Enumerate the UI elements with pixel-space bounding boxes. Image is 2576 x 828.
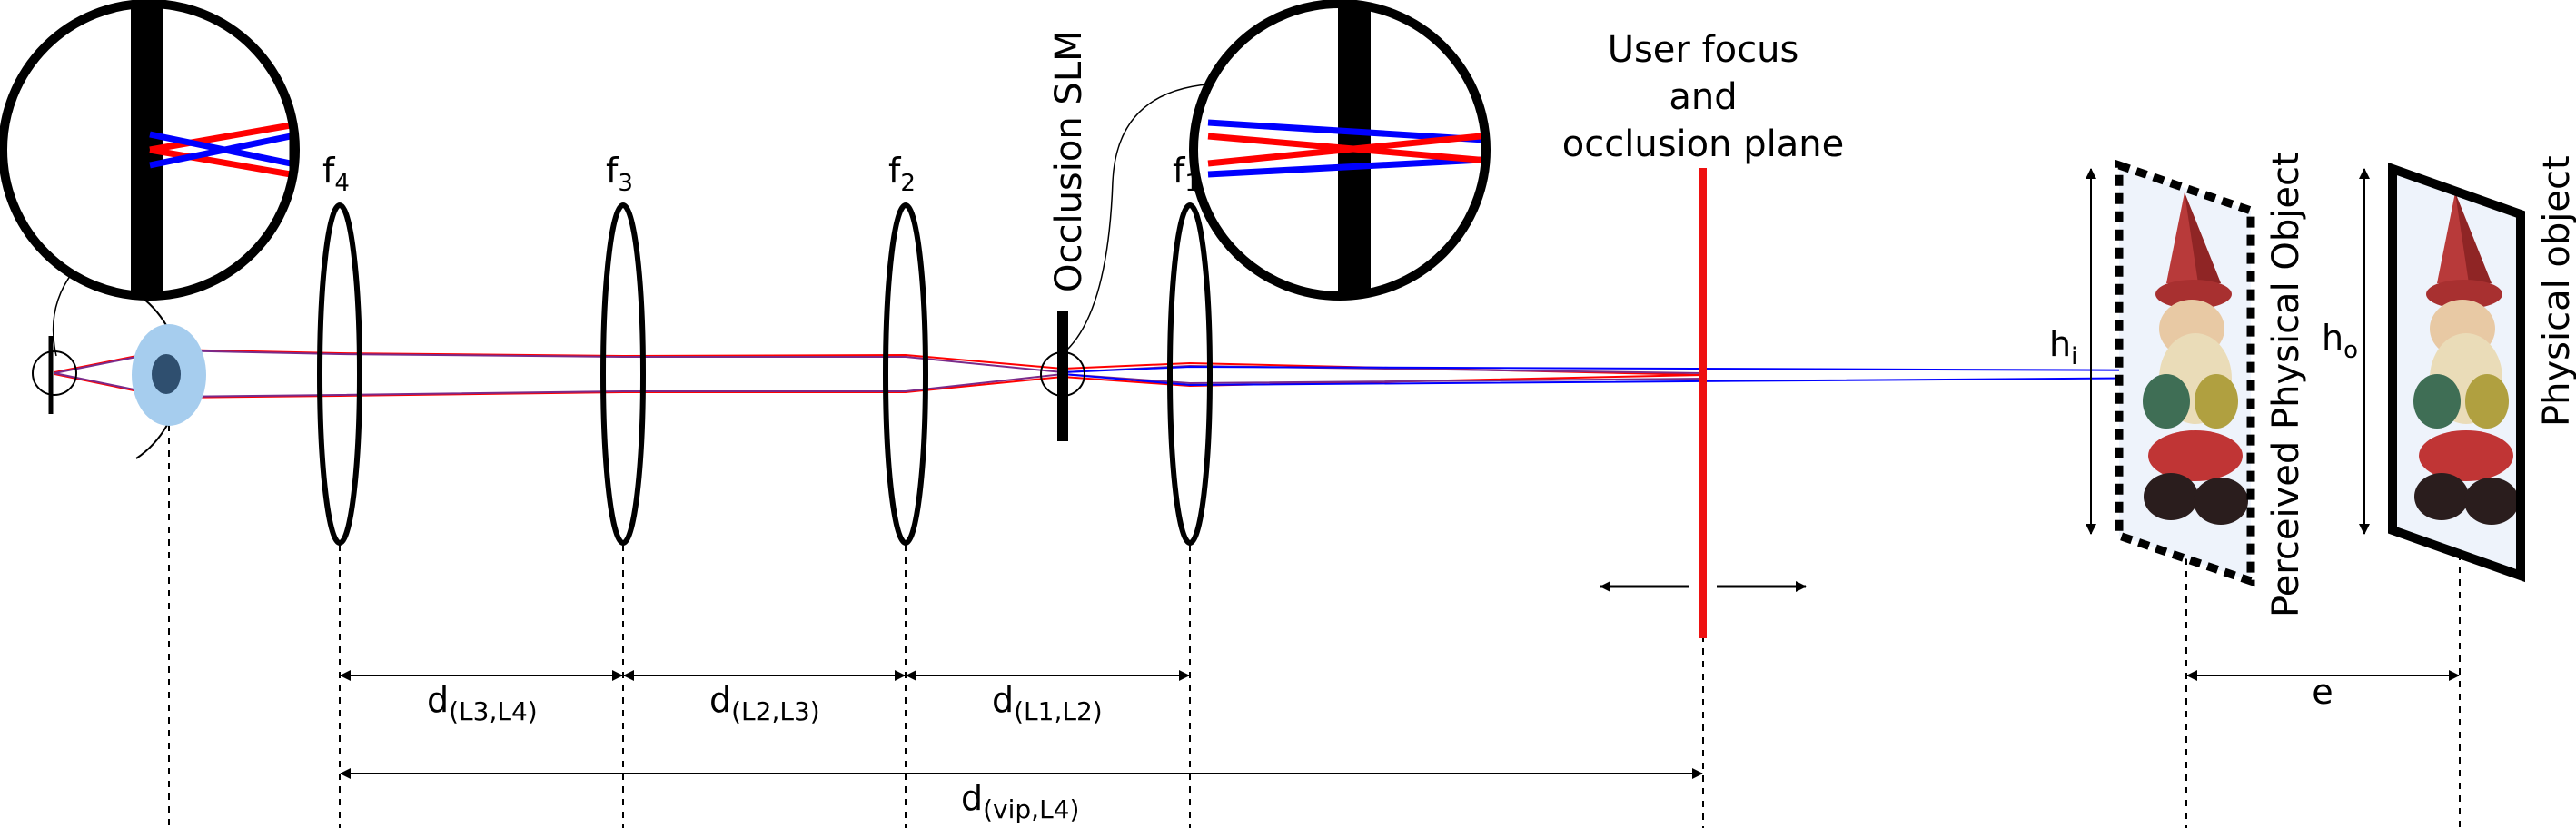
lens-l3: [600, 202, 646, 546]
gnome-image: [2143, 192, 2248, 525]
user-focus-label-line3: occlusion plane: [1562, 123, 1844, 165]
gnome-image-physical: [2413, 192, 2519, 525]
user-focus-label-line1: User focus: [1608, 29, 1799, 71]
occlusion-slm: [1040, 310, 1085, 441]
label-d-l3-l4: d(L3,L4): [427, 680, 538, 726]
label-e: e: [2312, 672, 2333, 712]
physical-object-label: Physical object: [2536, 155, 2576, 427]
perceived-object-label: Perceived Physical Object: [2265, 152, 2307, 617]
purple-ray-upper: [54, 349, 1704, 374]
label-f1: f1: [1173, 151, 1200, 197]
label-hi: hi: [2049, 324, 2077, 370]
label-ho: ho: [2322, 318, 2358, 364]
label-d-l2-l3: d(L2,L3): [709, 680, 820, 726]
label-f4: f4: [322, 151, 350, 197]
perceived-object: [2115, 159, 2255, 587]
guide-lines: [168, 399, 2461, 828]
purple-ray-lower: [54, 372, 1704, 399]
right-zoom-callout: [1189, 0, 1491, 301]
label-d-l1-l2: d(L1,L2): [992, 680, 1103, 726]
lens-l2: [883, 202, 928, 546]
occlusion-slm-label: Occlusion SLM: [1048, 30, 1090, 292]
callout-connectors: [52, 83, 1223, 357]
lens-l1: [1167, 202, 1213, 546]
blue-ray-lower: [1062, 373, 2190, 387]
user-focus-label-line2: and: [1669, 76, 1737, 118]
label-d-vip-l4: d(vip,L4): [961, 778, 1079, 824]
distance-dimensions: [340, 670, 2460, 779]
label-f3: f3: [606, 151, 633, 197]
eye-icon: [32, 292, 206, 459]
blue-ray-upper: [1062, 365, 2190, 373]
label-f2: f2: [888, 151, 916, 197]
red-ray-lower: [54, 373, 1704, 399]
light-rays: [54, 348, 2190, 399]
lenses: [317, 202, 1213, 546]
lens-l4: [317, 202, 362, 546]
physical-object: [2388, 162, 2525, 583]
left-zoom-callout: [0, 0, 300, 301]
